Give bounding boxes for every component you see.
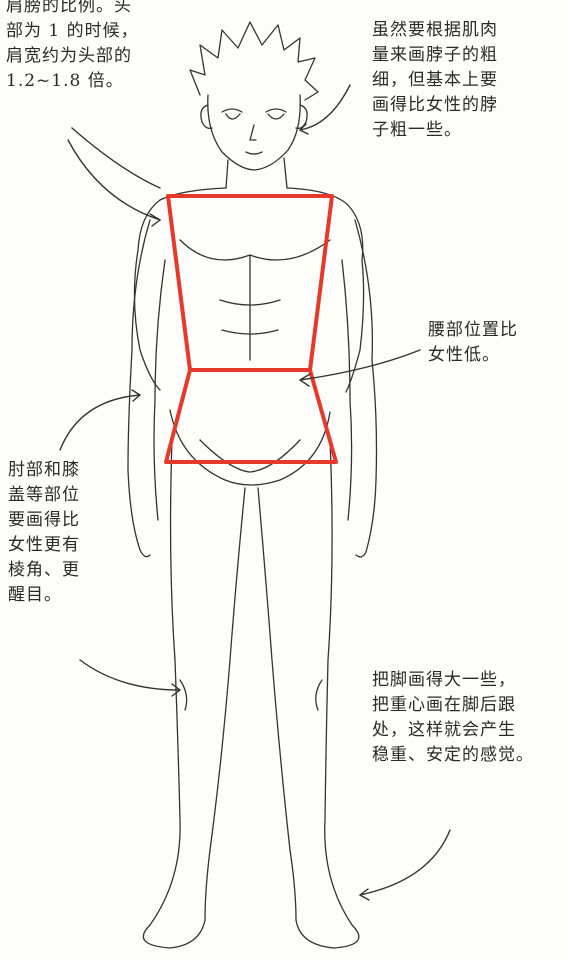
- neck-note-line: 子粗一些。: [372, 118, 498, 143]
- feet-note-line: 把脚画得大一些，: [372, 668, 534, 693]
- feet-note-line: 把重心画在脚后跟: [372, 693, 534, 718]
- eye-left: [222, 109, 242, 119]
- torso-right: [287, 188, 364, 392]
- shoulder-note-line: 部为 1 的时候，: [6, 19, 139, 44]
- leg-right: [296, 440, 359, 948]
- feet-note-line: 处，这样就会产生: [372, 718, 534, 743]
- knee-arrow: [80, 660, 180, 696]
- joints-note-line: 肘部和膝: [8, 458, 80, 483]
- arm-right: [355, 220, 377, 557]
- lower-torso-guide: [166, 370, 336, 462]
- hips: [170, 410, 330, 485]
- knee-left: [180, 680, 187, 710]
- briefs: [200, 440, 300, 472]
- shoulder-note-line: 1.2~1.8 倍。: [6, 69, 139, 94]
- waist-note: 腰部位置比 女性低。: [428, 318, 518, 368]
- leg-right-inner: [258, 488, 296, 920]
- joints-note-line: 棱角、更: [8, 558, 80, 583]
- joints-note-line: 醒目。: [8, 583, 80, 608]
- feet-arrow: [360, 830, 450, 900]
- joints-note: 肘部和膝 盖等部位 要画得比 女性更有 棱角、更 醒目。: [8, 458, 80, 608]
- shoulder-arrow: [72, 128, 160, 188]
- neck-arrow: [300, 85, 350, 134]
- eye-right: [266, 109, 286, 119]
- shoulder-note-line: 肩膀的比例。头: [6, 0, 139, 19]
- joints-note-line: 盖等部位: [8, 483, 80, 508]
- waist-note-line: 女性低。: [428, 343, 518, 368]
- face: [208, 95, 300, 170]
- leg-left-inner: [205, 488, 245, 920]
- waist-arrow: [300, 350, 420, 386]
- neck-note-line: 画得比女性的脖: [372, 93, 498, 118]
- neck-note: 虽然要根据肌肉 量来画脖子的粗 细，但基本上要 画得比女性的脖 子粗一些。: [372, 18, 498, 143]
- nose: [250, 125, 256, 140]
- shoulder-note: 肩膀的比例。头 部为 1 的时候， 肩宽约为头部的 1.2~1.8 倍。: [6, 0, 139, 94]
- neck-note-line: 虽然要根据肌肉: [372, 18, 498, 43]
- feet-note-line: 稳重、安定的感觉。: [372, 743, 534, 768]
- joints-note-line: 要画得比: [8, 508, 80, 533]
- neck-note-line: 细，但基本上要: [372, 68, 498, 93]
- hair: [190, 22, 318, 100]
- arm-left: [128, 220, 150, 557]
- shoulder-note-line: 肩宽约为头部的: [6, 44, 139, 69]
- neck-note-line: 量来画脖子的粗: [372, 43, 498, 68]
- knee-right: [316, 680, 322, 710]
- waist-note-line: 腰部位置比: [428, 318, 518, 343]
- abs: [220, 255, 280, 360]
- feet-note: 把脚画得大一些， 把重心画在脚后跟 处，这样就会产生 稳重、安定的感觉。: [372, 668, 534, 768]
- shoulder-arrow-2: [68, 140, 160, 226]
- mouth: [246, 152, 262, 154]
- joints-note-line: 女性更有: [8, 533, 80, 558]
- chest-line: [180, 240, 330, 260]
